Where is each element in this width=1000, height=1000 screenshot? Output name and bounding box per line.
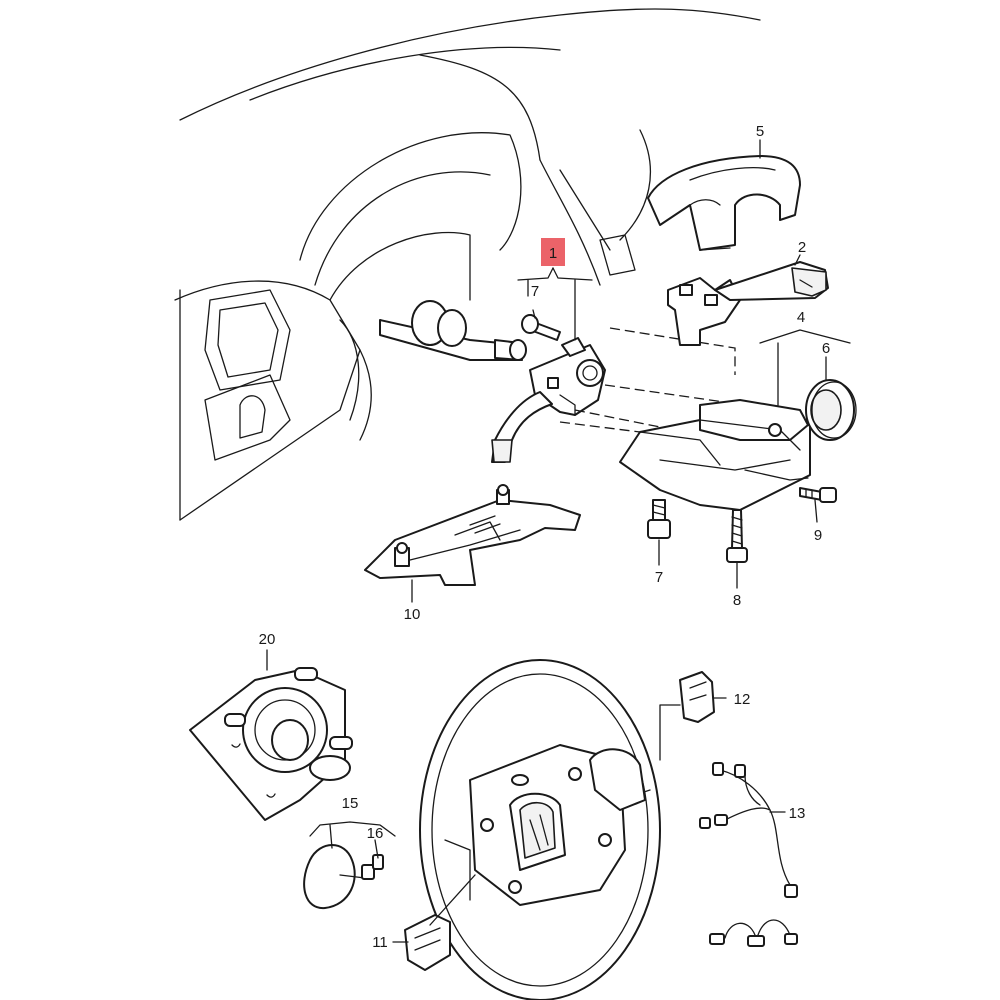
screw-part-9 (799, 487, 837, 503)
callout-2[interactable]: 2 (798, 239, 806, 256)
callout-16[interactable]: 16 (367, 825, 384, 842)
callout-13[interactable]: 13 (789, 805, 806, 822)
steering-column-cover-lower-part-4 (619, 399, 811, 511)
callout-4[interactable]: 4 (797, 309, 805, 326)
callout-7-lower[interactable]: 7 (655, 569, 663, 586)
callout-5[interactable]: 5 (756, 123, 764, 140)
leader-lines (266, 139, 851, 943)
steering-column-cover-upper-part-5 (647, 155, 801, 251)
callout-10[interactable]: 10 (404, 606, 421, 623)
combination-switch-part-1 (491, 337, 606, 463)
ring-part-6 (805, 379, 857, 441)
callout-15[interactable]: 15 (342, 795, 359, 812)
clockspring-part-20 (189, 667, 353, 821)
callout-8[interactable]: 8 (733, 592, 741, 609)
multifunction-button-part-11 (404, 914, 451, 971)
screw-part-7-lower (647, 499, 671, 539)
mounting-bracket-part-10 (364, 484, 581, 586)
callout-labels: 1 2 4 5 6 7 7 8 9 10 11 12 13 15 16 20 (259, 123, 831, 951)
callout-11[interactable]: 11 (372, 934, 388, 951)
callout-7-upper[interactable]: 7 (531, 283, 539, 300)
wiring-harness-small (709, 919, 798, 947)
callout-20[interactable]: 20 (259, 631, 276, 648)
callout-1-highlight (541, 238, 565, 266)
knob-part-15 (303, 844, 384, 910)
steering-column-shaft (379, 300, 527, 361)
wiper-switch-part-2 (667, 261, 829, 346)
dashboard-outline (174, 8, 761, 521)
wiring-harness-part-13 (699, 762, 798, 898)
multifunction-button-part-12 (679, 671, 715, 723)
callout-6[interactable]: 6 (822, 340, 830, 357)
callout-9[interactable]: 9 (814, 527, 822, 544)
callout-12[interactable]: 12 (734, 691, 751, 708)
steering-wheel (419, 659, 661, 1000)
callout-1[interactable]: 1 (549, 245, 557, 262)
bolt-7-upper (521, 314, 561, 341)
screw-part-8 (726, 509, 748, 563)
